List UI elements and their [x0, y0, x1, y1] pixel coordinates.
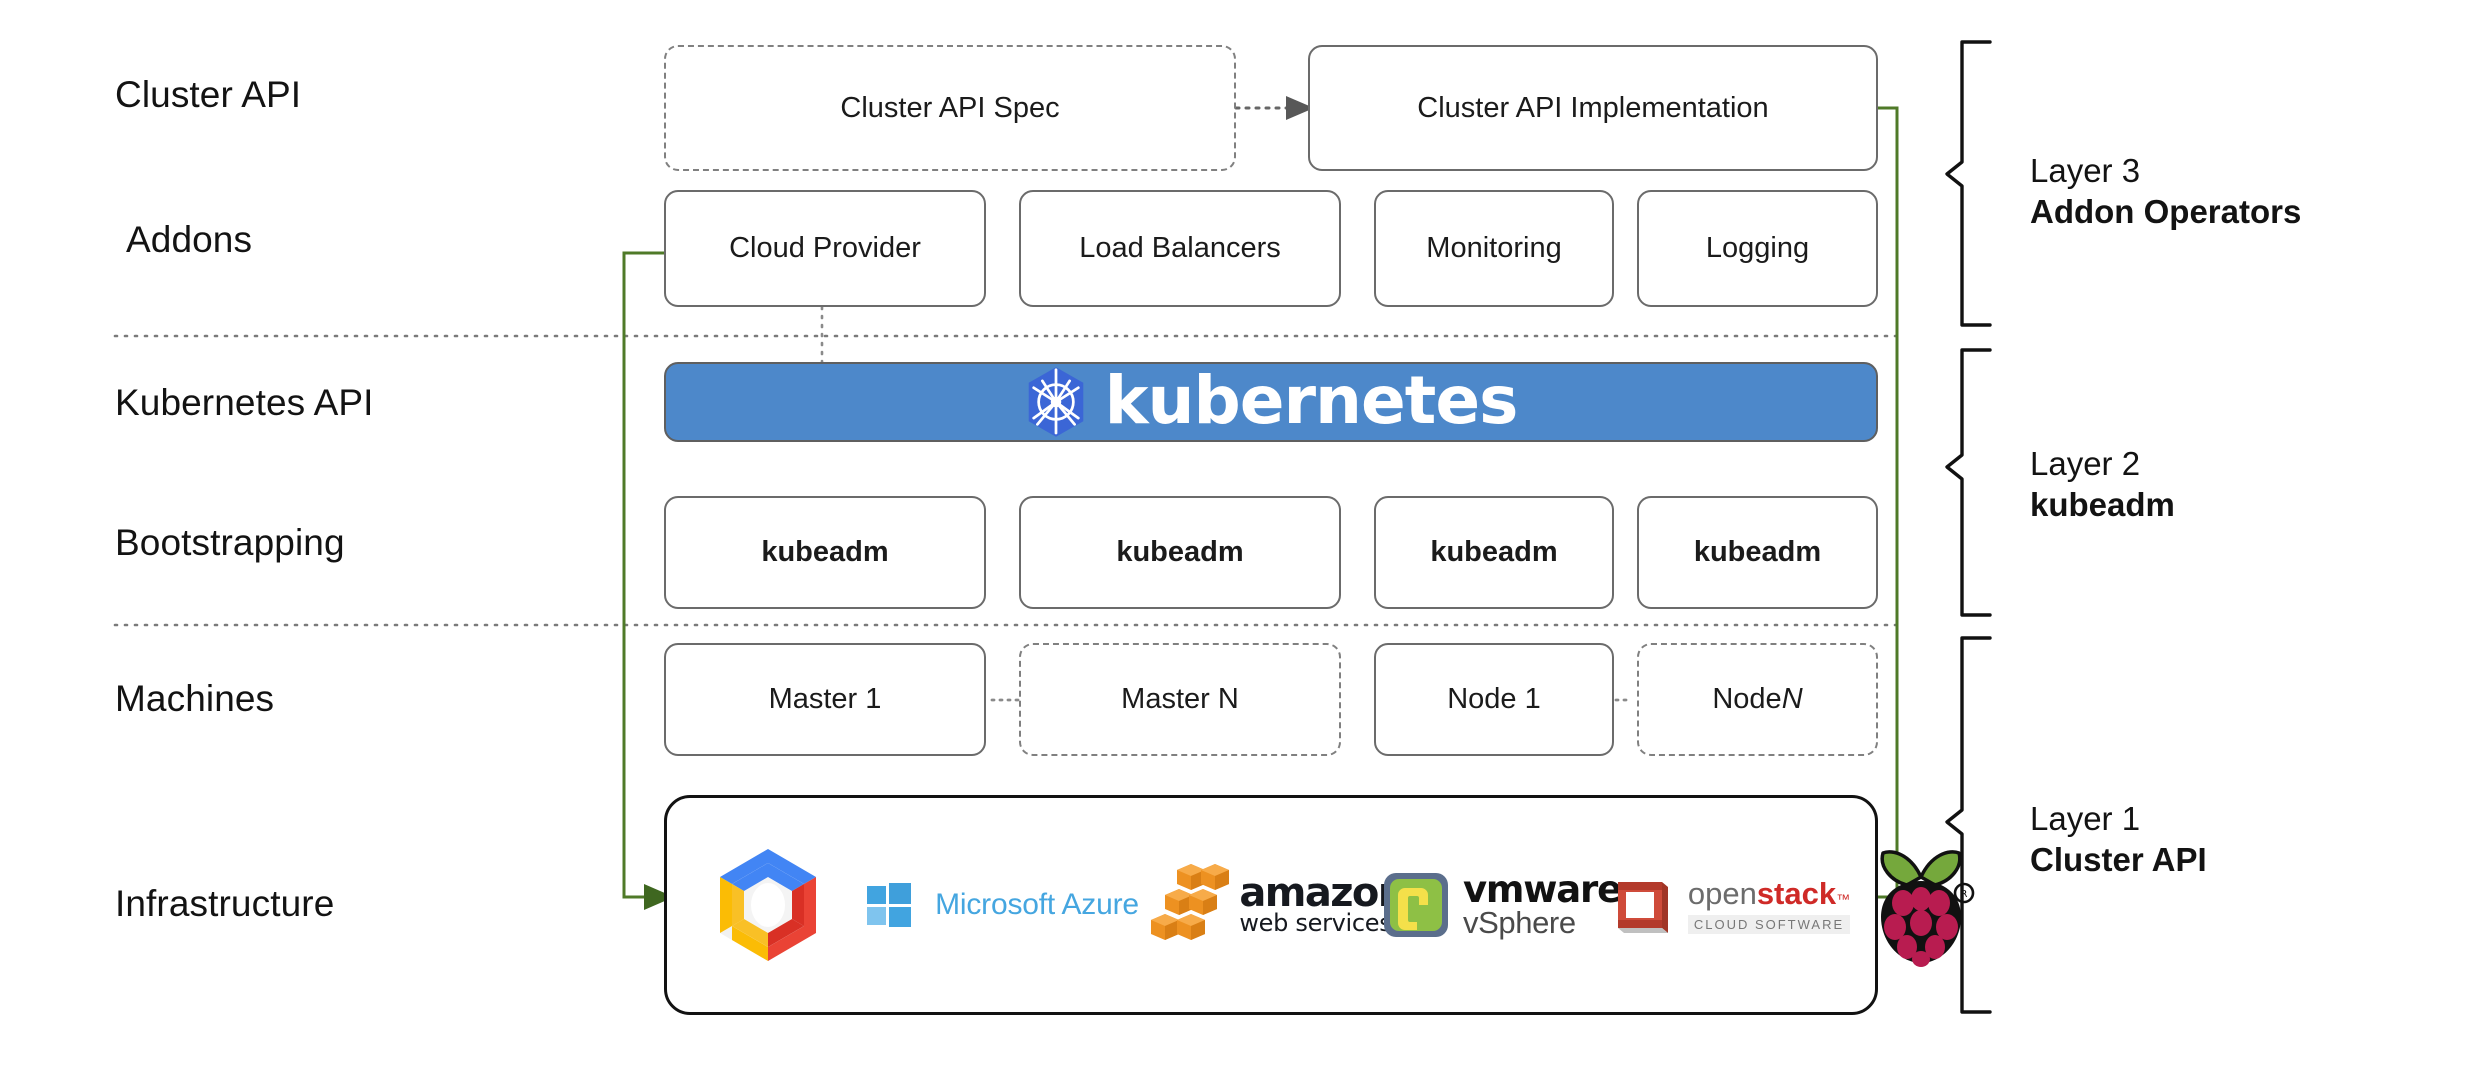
layer-2-brace [1945, 348, 1992, 617]
layer-2-title: Layer 2 [2030, 445, 2141, 482]
kubernetes-wordmark: kubernetes [1104, 361, 1519, 439]
provider-vmware-vsphere[interactable]: vmware vSphere [1384, 871, 1622, 941]
kubeadm-label: kubeadm [761, 536, 889, 568]
provider-microsoft-azure[interactable]: Microsoft Azure [843, 883, 1163, 927]
addon-label: Load Balancers [1079, 232, 1281, 264]
machine-box-node-1[interactable]: Node 1 [1374, 643, 1614, 756]
raspberry-pi-icon: R [1867, 841, 1975, 969]
machine-box-node-n[interactable]: Node N [1637, 643, 1878, 756]
row-label-addons: Addons [126, 219, 253, 260]
kubeadm-box-2[interactable]: kubeadm [1019, 496, 1341, 609]
layer-3-name: Addon Operators [2030, 193, 2302, 231]
cluster-api-implementation-label: Cluster API Implementation [1417, 91, 1769, 124]
provider-google-cloud-platform[interactable] [693, 845, 843, 965]
google-cloud-platform-icon [712, 845, 824, 965]
infrastructure-box[interactable]: Microsoft Azure [664, 795, 1975, 1015]
kubernetes-banner[interactable]: kubernetes [664, 362, 1878, 442]
vsphere-subtitle: vSphere [1463, 905, 1576, 941]
microsoft-windows-icon [867, 883, 912, 927]
machine-label: Master 1 [768, 683, 882, 715]
vmware-wordmark: vmware [1463, 867, 1622, 911]
provider-logo-strip: Microsoft Azure [667, 841, 1975, 969]
layer-3-brace [1945, 40, 1992, 327]
kubeadm-label: kubeadm [1116, 536, 1244, 568]
aws-cubes-icon [1151, 864, 1230, 946]
row-label-bootstrapping: Bootstrapping [115, 522, 345, 563]
addon-box-load-balancers[interactable]: Load Balancers [1019, 190, 1341, 307]
kubernetes-wheel-icon [1025, 365, 1087, 439]
kubeadm-box-1[interactable]: kubeadm [664, 496, 986, 609]
layer-1-label: Layer 1 Cluster API [2030, 798, 2207, 881]
cluster-api-spec-label: Cluster API Spec [840, 91, 1060, 124]
kubeadm-box-4[interactable]: kubeadm [1637, 496, 1878, 609]
amazon-wordmark: amazon [1239, 870, 1406, 916]
kubeadm-label: kubeadm [1693, 536, 1822, 568]
layer-1-name: Cluster API [2030, 841, 2207, 879]
aws-web-services-subtitle: web services [1239, 909, 1392, 937]
microsoft-azure-wordmark: Microsoft Azure [935, 888, 1139, 921]
openstack-wordmark-stack: stack [1756, 876, 1837, 911]
kubeadm-label: kubeadm [1430, 536, 1558, 568]
cloudprovider-to-infrastructure-arrow [622, 251, 664, 899]
machine-label-italic-n: N [1781, 683, 1803, 715]
layer-1-title: Layer 1 [2030, 800, 2141, 837]
addon-box-logging[interactable]: Logging [1637, 190, 1878, 307]
provider-amazon-web-services[interactable]: amazon web services [1151, 864, 1406, 946]
svg-text:R: R [1961, 889, 1968, 900]
row-label-kubernetes-api: Kubernetes API [115, 382, 374, 423]
addon-label: Cloud Provider [729, 232, 921, 264]
kubeadm-box-3[interactable]: kubeadm [1374, 496, 1614, 609]
openstack-wordmark-open: open [1687, 876, 1757, 911]
addon-label: Monitoring [1426, 232, 1562, 264]
row-label-machines: Machines [115, 678, 275, 719]
machine-label: Node [1712, 683, 1782, 715]
cluster-api-implementation-box[interactable]: Cluster API Implementation [1308, 45, 1878, 171]
addon-box-cloud-provider[interactable]: Cloud Provider [664, 190, 986, 307]
openstack-icon [1612, 874, 1674, 936]
row-label-cluster-api: Cluster API [115, 74, 302, 115]
provider-raspberry-pi[interactable]: R [1851, 841, 1991, 969]
layer-3-title: Layer 3 [2030, 152, 2141, 189]
openstack-subtitle: CLOUD SOFTWARE [1687, 915, 1851, 934]
layer-2-label: Layer 2 kubeadm [2030, 443, 2175, 526]
row-label-infrastructure: Infrastructure [115, 883, 335, 924]
addon-box-monitoring[interactable]: Monitoring [1374, 190, 1614, 307]
machine-label: Node 1 [1447, 683, 1541, 715]
vmware-vsphere-icon [1383, 872, 1449, 938]
machine-box-master-1[interactable]: Master 1 [664, 643, 986, 756]
machine-label: Master N [1121, 683, 1239, 715]
implementation-to-infrastructure-arrow [1875, 106, 1899, 899]
addon-label: Logging [1705, 232, 1810, 264]
cluster-api-spec-box[interactable]: Cluster API Spec [664, 45, 1236, 171]
machine-box-master-n[interactable]: Master N [1019, 643, 1341, 756]
layer-3-label: Layer 3 Addon Operators [2030, 150, 2301, 233]
layer-2-name: kubeadm [2030, 486, 2175, 524]
